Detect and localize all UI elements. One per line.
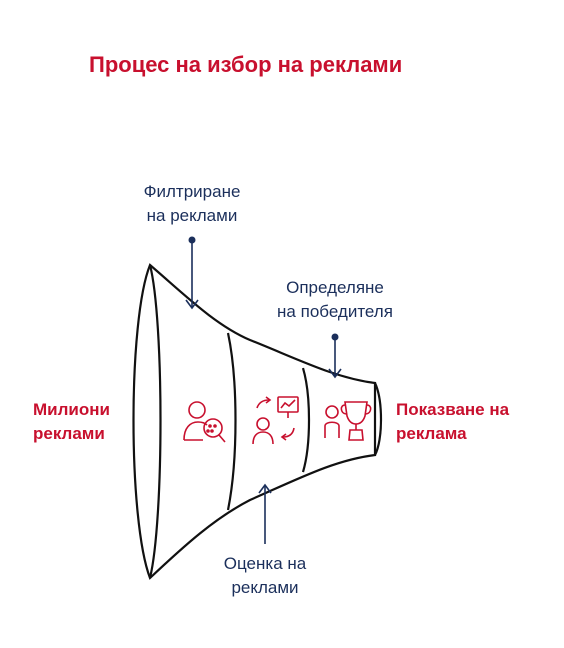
- filtering-label-line1: Филтриране: [143, 182, 241, 201]
- millions-label-line1: Милиони: [33, 400, 110, 419]
- page-title: Процес на избор на реклами: [89, 52, 403, 77]
- showing-label-line2: реклама: [396, 424, 467, 443]
- millions-label-line2: реклами: [33, 424, 105, 443]
- determining-label-line2: на победителя: [277, 302, 393, 321]
- funnel-end-edge: [373, 382, 383, 456]
- person-chart-exchange-icon: [252, 396, 299, 445]
- filtering-label: Филтриране на реклами: [122, 180, 262, 228]
- evaluation-label-line2: реклами: [231, 578, 299, 597]
- funnel-outline: [132, 263, 377, 580]
- funnel-mouth-edge: [148, 264, 162, 579]
- person-magnifier-icon: [183, 401, 226, 443]
- determining-label: Определяне на победителя: [265, 276, 405, 324]
- showing-label: Показване на реклама: [396, 398, 509, 446]
- filtering-pointer: [185, 236, 199, 310]
- funnel-divider-2: [301, 367, 311, 473]
- determining-pointer: [328, 333, 342, 379]
- millions-label: Милиони реклами: [33, 398, 110, 446]
- evaluation-pointer: [258, 483, 272, 544]
- showing-label-line1: Показване на: [396, 400, 510, 419]
- filtering-label-line2: на реклами: [146, 206, 238, 225]
- determining-label-line1: Определяне: [286, 278, 384, 297]
- funnel-divider-1: [226, 332, 237, 511]
- evaluation-label: Оценка на реклами: [190, 552, 340, 600]
- evaluation-label-line1: Оценка на: [223, 554, 307, 573]
- person-trophy-icon: [324, 401, 372, 441]
